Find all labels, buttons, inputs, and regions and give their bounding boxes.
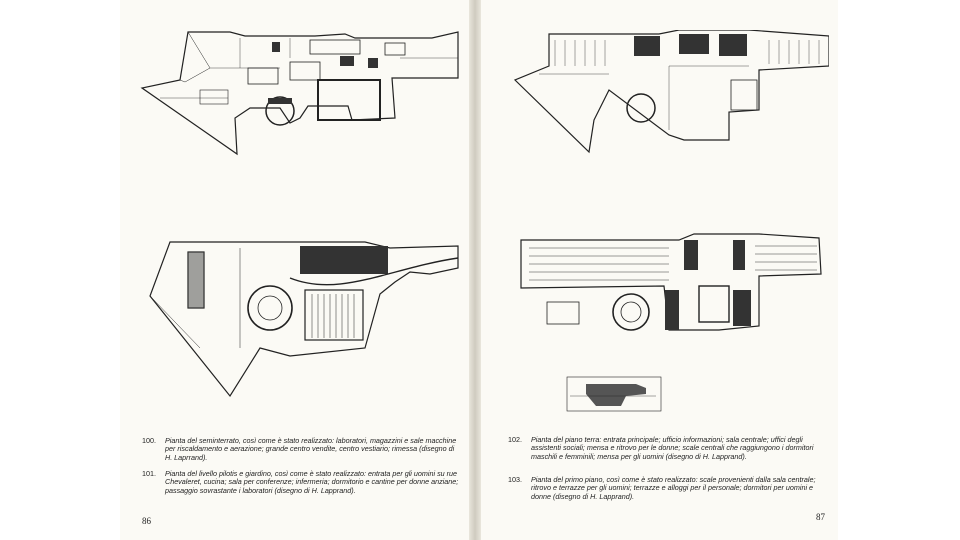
- caption-103: 103. Pianta del primo piano, così come è…: [508, 475, 826, 510]
- basement-floor-plan: [140, 31, 459, 156]
- caption-101: 101. Pianta del livello pilotis e giardi…: [142, 469, 460, 514]
- ground-floor-plan: [513, 30, 829, 154]
- page-number: 86: [142, 516, 151, 526]
- caption-text: Pianta del seminterrato, così come è sta…: [165, 436, 457, 462]
- right-page: 102. Pianta del piano terra: entrata pri…: [481, 0, 838, 540]
- caption-text: Pianta del piano terra: entrata principa…: [531, 435, 814, 461]
- book-gutter: [469, 0, 481, 540]
- caption-100: 100. Pianta del seminterrato, così come …: [142, 436, 460, 473]
- caption-text: Pianta del primo piano, così come è stat…: [531, 475, 816, 501]
- caption-number: 101.: [142, 469, 156, 478]
- caption-number: 102.: [508, 435, 522, 444]
- caption-number: 103.: [508, 475, 522, 484]
- caption-text: Pianta del livello pilotis e giardino, c…: [165, 469, 459, 495]
- key-site-plan: [566, 376, 662, 412]
- first-floor-plan: [520, 233, 822, 331]
- pilotis-garden-plan: [149, 241, 459, 398]
- page-number: 87: [816, 512, 825, 522]
- caption-102: 102. Pianta del piano terra: entrata pri…: [508, 435, 826, 472]
- left-page: 100. Pianta del seminterrato, così come …: [120, 0, 469, 540]
- caption-number: 100.: [142, 436, 156, 445]
